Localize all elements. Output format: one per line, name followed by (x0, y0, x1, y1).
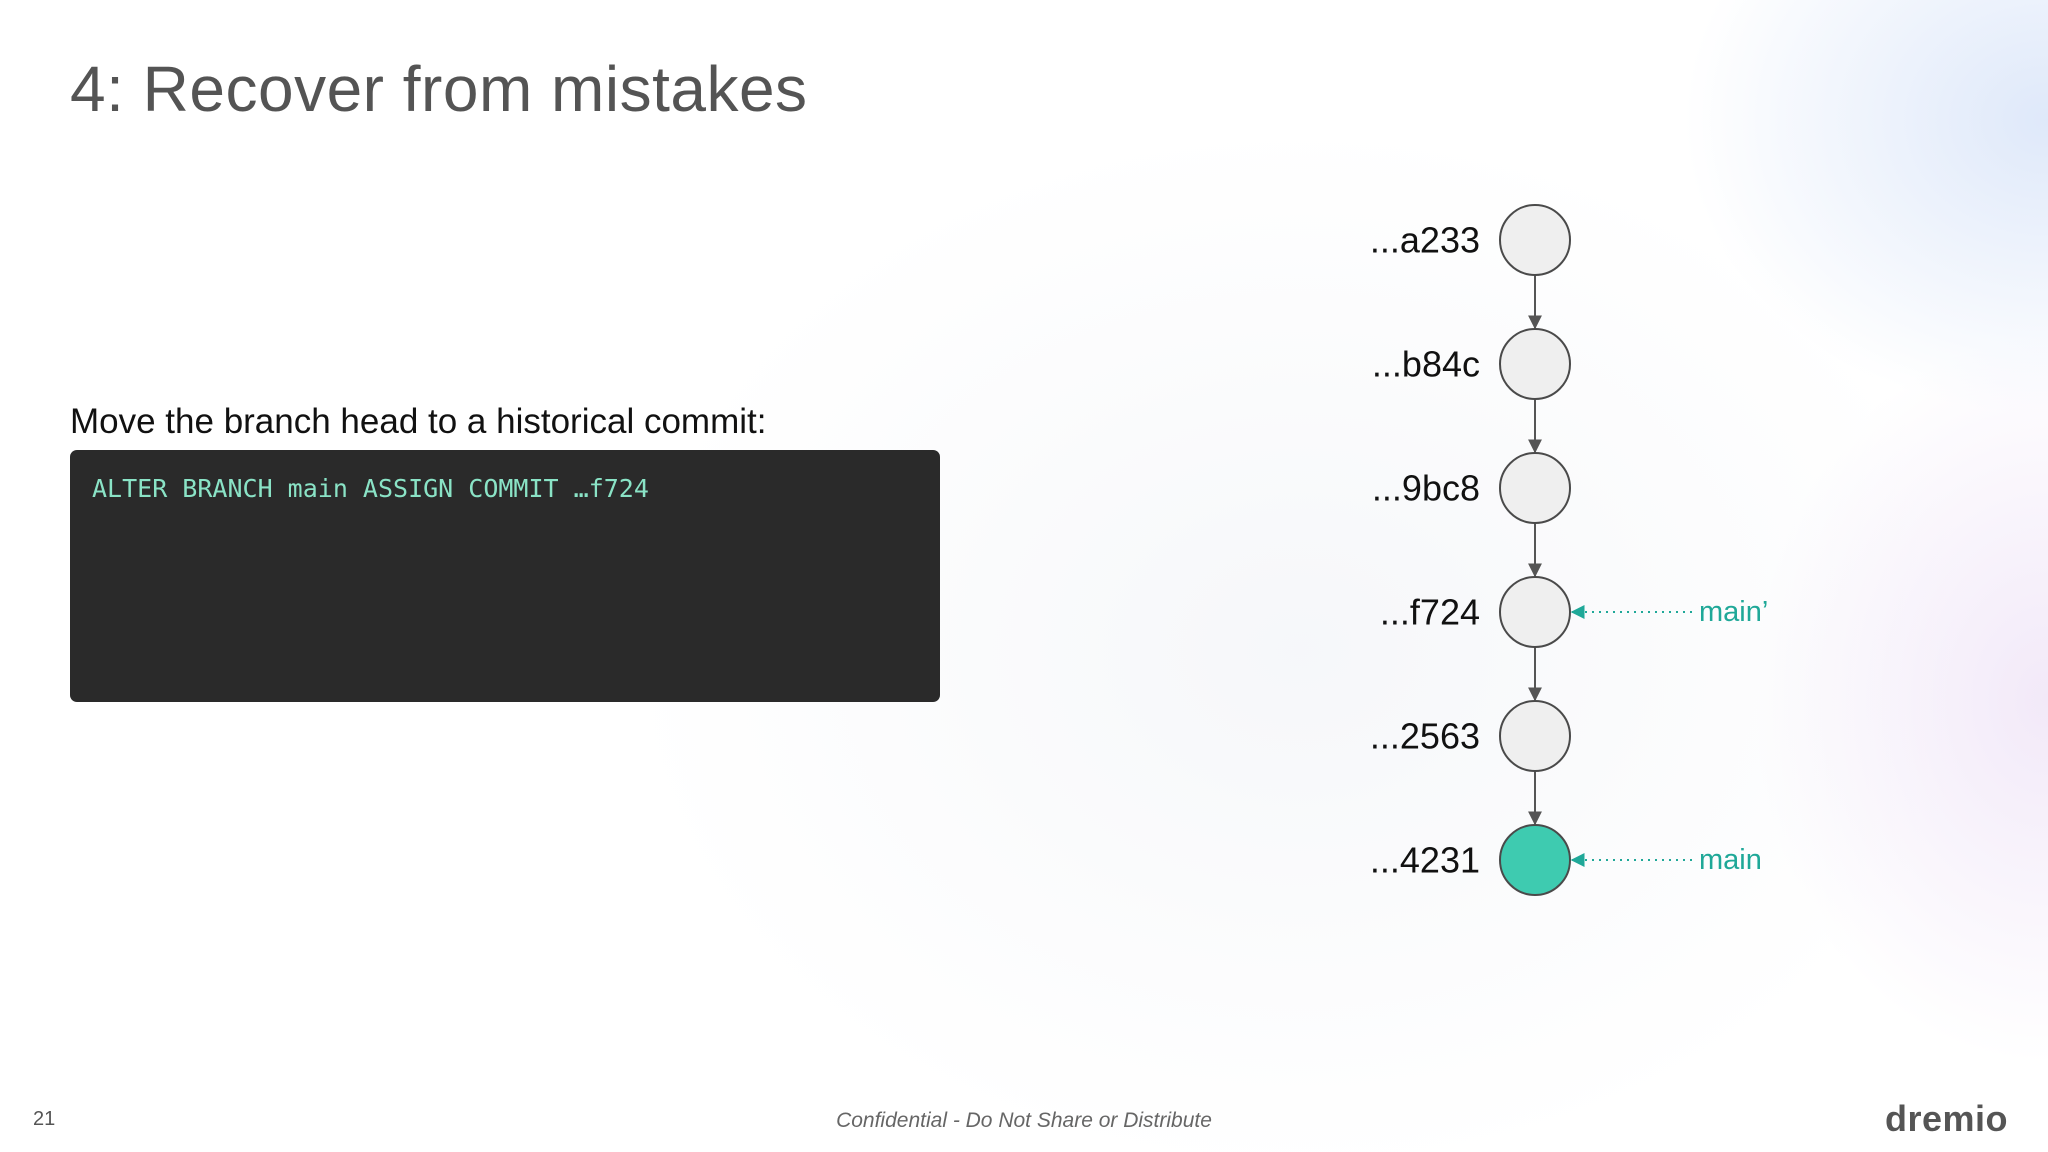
branch-ref-label: main (1699, 844, 1762, 876)
commit-label: ...2563 (1370, 716, 1480, 757)
commit-node (1499, 328, 1571, 400)
commit-label: ...f724 (1380, 592, 1480, 633)
commit-label: ...4231 (1370, 840, 1480, 881)
commit-node (1499, 576, 1571, 648)
commit-label: ...9bc8 (1372, 468, 1480, 509)
commit-label: ...b84c (1372, 344, 1480, 385)
code-block: ALTER BRANCH main ASSIGN COMMIT …f724 (70, 450, 940, 702)
page-number: 21 (33, 1108, 56, 1130)
code-line: ALTER BRANCH main ASSIGN COMMIT …f724 (92, 474, 649, 503)
instruction-text: Move the branch head to a historical com… (70, 402, 767, 441)
commit-label: ...a233 (1370, 220, 1480, 261)
slide-title: 4: Recover from mistakes (70, 53, 808, 125)
commit-node (1499, 452, 1571, 524)
confidentiality-note: Confidential - Do Not Share or Distribut… (836, 1109, 1212, 1132)
branch-ref-label: main’ (1699, 596, 1768, 628)
dremio-logo: dremio (1884, 1098, 2008, 1139)
commit-node (1499, 204, 1571, 276)
commit-node (1499, 700, 1571, 772)
head-commit-node (1499, 824, 1571, 896)
